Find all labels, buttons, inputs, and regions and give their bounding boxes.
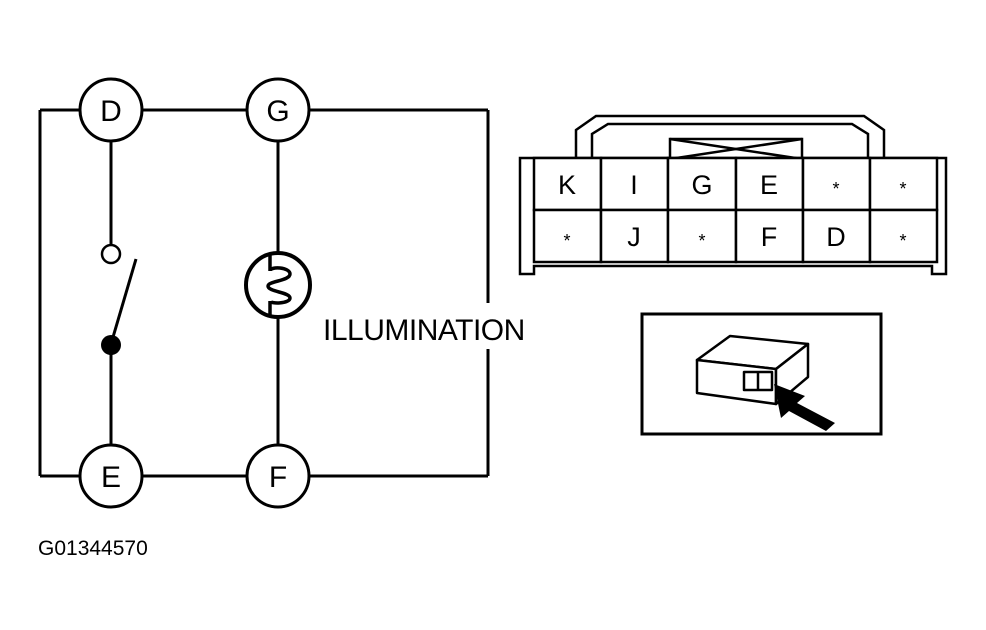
terminal-f-label: F [269,461,287,494]
insert-arrow-icon [774,384,835,431]
lamp-filament [266,253,292,317]
terminal-g-ring [245,77,311,143]
connector-cavity [868,208,939,264]
connector-cavity [734,156,805,212]
pin-label: G [691,170,712,200]
illumination-lamp-icon [244,251,312,319]
schematic-wires [38,108,490,478]
terminal-f-ring [245,443,311,509]
pin-label: * [698,231,705,251]
terminal-d-ring [78,77,144,143]
connector-cavity [599,156,670,212]
switch-lever [109,258,138,345]
connector-cavity [734,208,805,264]
connector-cavity [868,156,939,212]
illumination-label: ILLUMINATION [323,314,525,347]
switch-closed-contact [101,335,121,355]
pin-label: * [899,231,906,251]
terminal-e: E [78,443,144,509]
pin-label: E [760,170,778,200]
terminal-e-ring [78,443,144,509]
connector-row-1: K I G E * * [532,156,939,212]
terminal-d: D [78,77,144,143]
pin-label: I [630,170,638,200]
connector-latch-x2 [669,137,803,161]
pin-label: * [832,179,839,199]
connector-lock-outer [574,114,886,157]
terminal-d-label: D [100,95,122,128]
terminal-e-label: E [101,461,121,494]
terminal-f: F [245,443,311,509]
terminal-g-label: G [266,95,289,128]
pin-label: F [761,222,778,252]
connector-cavity [666,208,738,264]
illumination-label-backing [320,303,552,349]
pin-label: K [558,170,576,200]
connector-lock-inner [590,122,870,157]
connector-cavity [599,208,670,264]
switch-symbol [100,243,138,355]
pin-label: * [563,231,570,251]
connector-inset [640,312,883,436]
figure-id: G01344570 [38,537,148,560]
pin-label: D [826,222,846,252]
connector-cavity [801,208,872,264]
terminal-g: G [245,77,311,143]
connector-row-2: * J * F D * [532,208,939,264]
pin-label: J [627,222,641,252]
lamp-bulb [244,251,312,319]
pin-label: * [899,179,906,199]
connector-cavity [532,208,603,264]
switch-open-contact [100,243,122,265]
